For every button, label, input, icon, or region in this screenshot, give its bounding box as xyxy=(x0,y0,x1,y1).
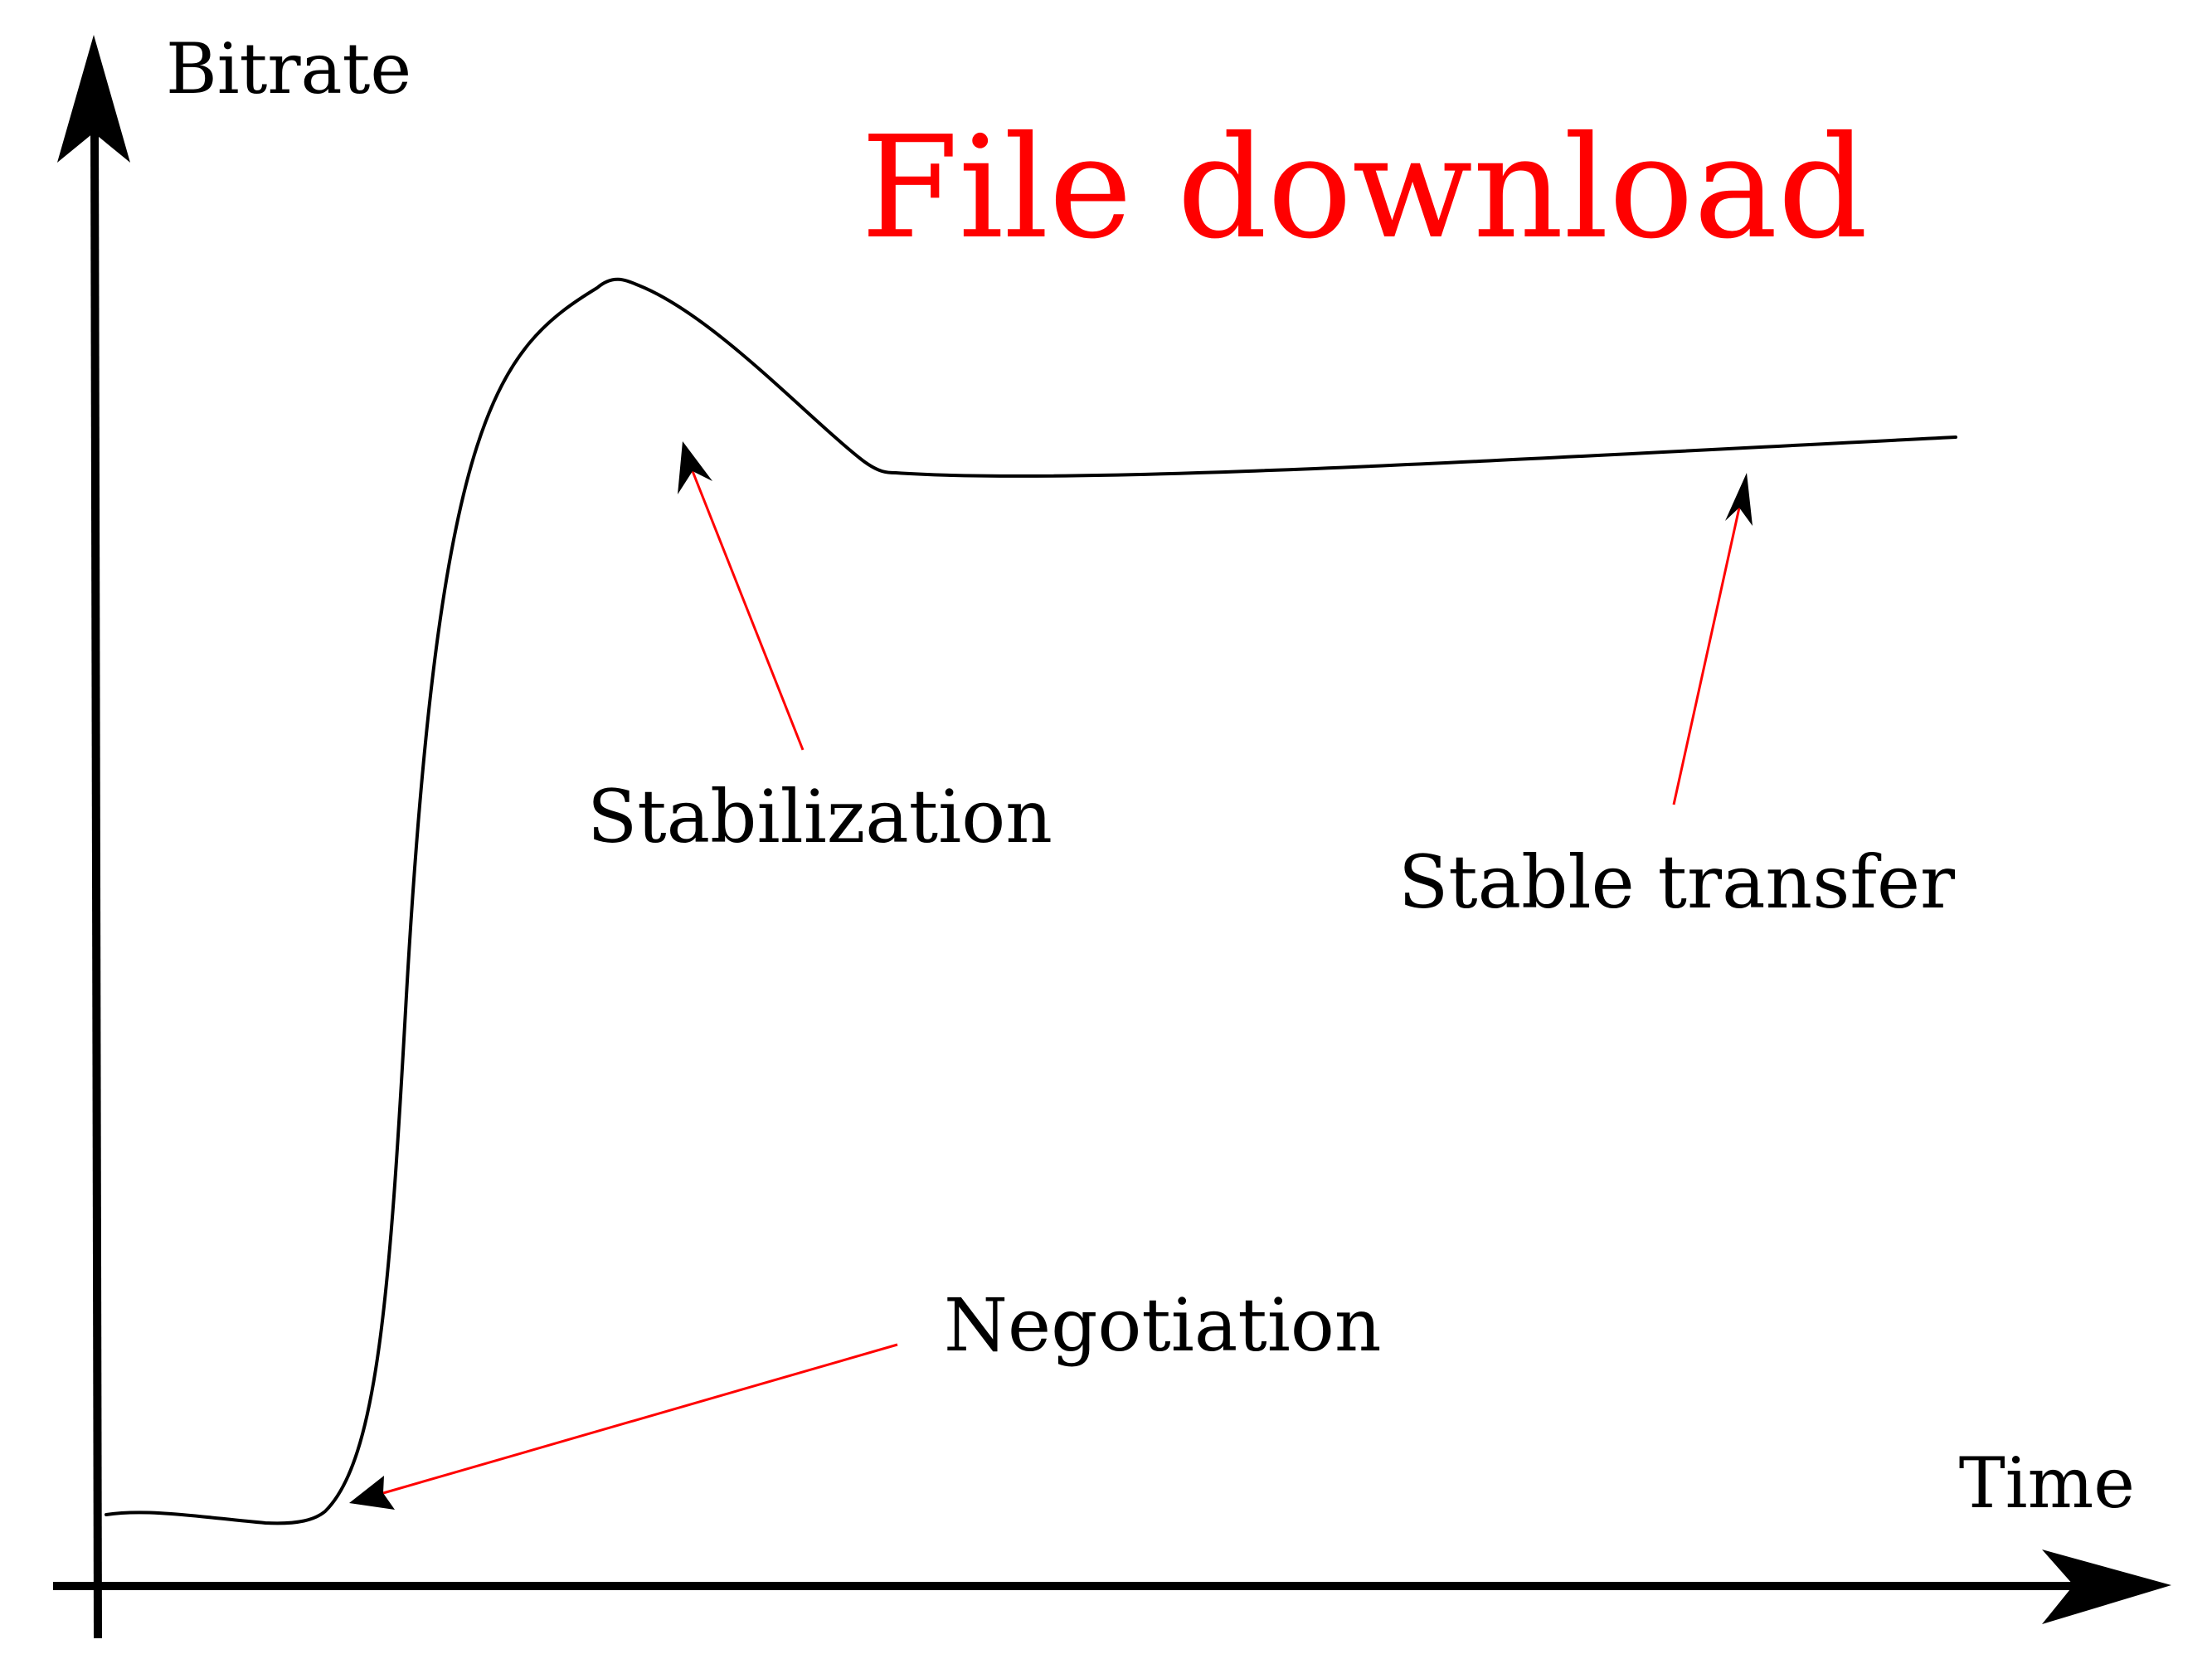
stable-transfer-arrow-line xyxy=(1672,507,1741,805)
chart-title: File download xyxy=(861,106,1868,270)
stable-transfer-label: Stable transfer xyxy=(1398,839,1956,925)
negotiation-label: Negotiation xyxy=(944,1282,1382,1368)
stabilization-label: Stabilization xyxy=(587,774,1053,859)
y-axis-arrowhead xyxy=(57,35,130,163)
y-axis-label: Bitrate xyxy=(166,28,411,109)
y-axis-line xyxy=(90,124,102,1639)
stable-transfer-arrowhead xyxy=(1725,473,1753,526)
stabilization-arrowhead xyxy=(678,441,712,494)
stabilization-arrow-line xyxy=(691,470,805,751)
x-axis-arrowhead xyxy=(2042,1550,2171,1624)
x-axis-label: Time xyxy=(1959,1443,2135,1524)
bitrate-curve xyxy=(105,277,1957,1525)
negotiation-arrowhead xyxy=(349,1476,395,1510)
negotiation-arrow-line xyxy=(382,1343,898,1495)
